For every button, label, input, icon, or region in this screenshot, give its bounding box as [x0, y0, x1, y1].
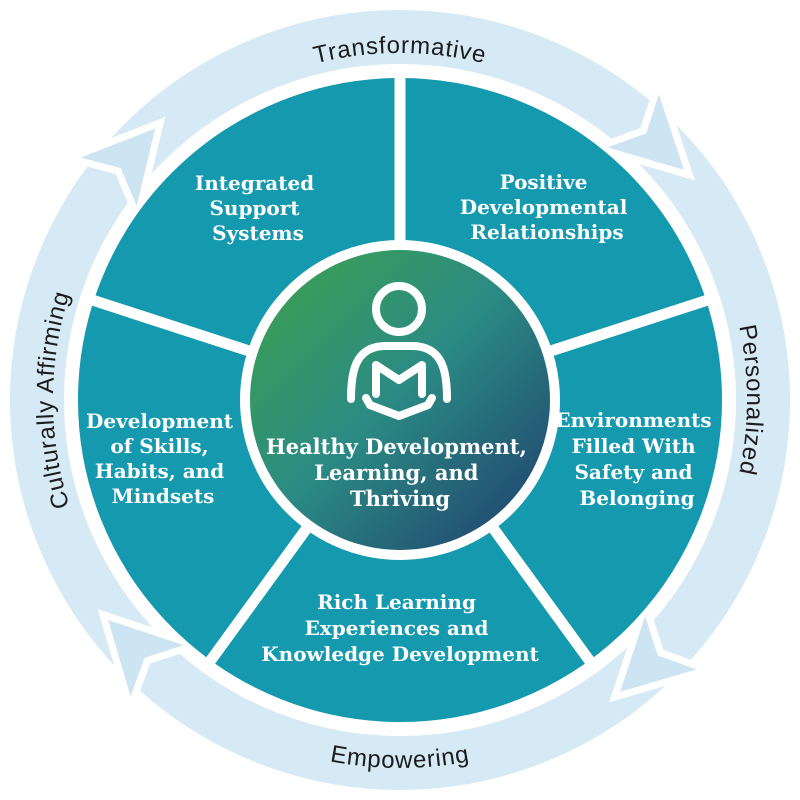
open-book-pages	[372, 361, 426, 398]
segment-wheel: Integrated Support Systems Positive Deve…	[78, 66, 722, 722]
divider-upper-left	[80, 291, 258, 359]
clockwise-arrowheads	[58, 71, 719, 719]
outer-cycle-ring: Transformative Personalized Empowering C…	[10, 10, 790, 790]
segment-label-rich-learning-knowledge: Rich Learning Experiences and Knowledge …	[261, 590, 539, 666]
segment-label-development-skills-habits-mindsets: Development of Skills, Habits, and Minds…	[86, 409, 240, 508]
center-hub: Healthy Development, Learning, and Thriv…	[250, 250, 550, 550]
segment-dividers	[80, 66, 720, 674]
outer-ring-band	[10, 10, 790, 790]
segment-label-positive-developmental-relationships: Positive Developmental Relationships	[460, 170, 635, 244]
center-label: Healthy Development, Learning, and Thriv…	[266, 434, 534, 511]
open-book-bottom	[362, 394, 436, 420]
divider-lower-left	[199, 519, 316, 674]
divider-lower-right	[484, 519, 601, 674]
person-body	[347, 342, 451, 403]
person-reading-book-icon	[347, 282, 451, 420]
divider-upper-right	[542, 291, 720, 359]
center-circle	[250, 250, 550, 550]
segment-label-environments-safety-belonging: Environments Filled With Safety and Belo…	[555, 408, 718, 510]
segment-label-integrated-support-systems: Integrated Support Systems	[195, 171, 321, 245]
arrow-top-right-icon	[585, 71, 695, 181]
arrow-bottom-left-icon	[97, 609, 207, 719]
person-head	[372, 282, 426, 336]
arrow-bottom-right-icon	[609, 593, 719, 703]
arrow-top-left-icon	[58, 117, 166, 229]
